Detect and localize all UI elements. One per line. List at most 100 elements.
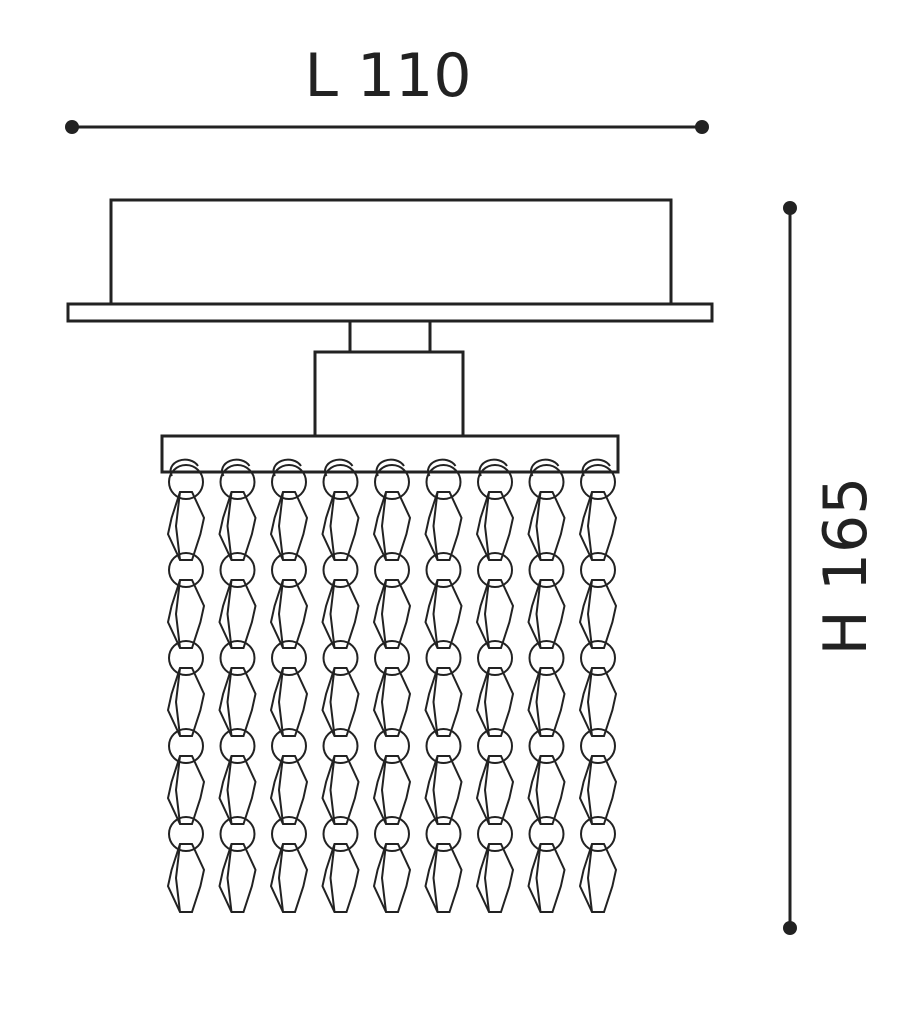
strand-crystal-facet <box>329 667 336 737</box>
strand-ring <box>322 640 359 676</box>
strand-hook <box>375 458 405 477</box>
strand-ring <box>580 464 616 500</box>
strand-ring <box>168 552 204 588</box>
strand-crystal <box>321 843 360 913</box>
crystal-strand <box>269 458 309 913</box>
strand-crystal-facet <box>432 755 439 825</box>
strand-crystal <box>166 667 206 737</box>
strand-hook <box>221 458 251 477</box>
strand-crystal <box>166 843 206 913</box>
strand-crystal <box>527 579 566 649</box>
strand-ring <box>528 552 565 588</box>
strand-ring <box>219 552 256 588</box>
lamp-fixture <box>66 198 714 474</box>
width-dimension-endpoint-left <box>65 120 79 134</box>
strand-crystal-facet <box>535 579 542 649</box>
strand-ring <box>580 816 616 852</box>
height-dimension-endpoint-top <box>783 201 797 215</box>
strand-ring <box>219 640 256 676</box>
strand-crystal-facet <box>483 755 490 825</box>
height-dimension-endpoint-bottom <box>783 921 797 935</box>
strand-ring <box>374 464 410 500</box>
strand-ring <box>477 816 513 852</box>
strand-hook <box>169 458 199 477</box>
strand-crystal-facet <box>226 755 233 825</box>
strand-crystal <box>527 755 566 825</box>
strand-ring <box>322 552 359 588</box>
strand-crystal <box>321 755 360 825</box>
strand-ring <box>528 464 565 500</box>
strand-ring <box>374 728 410 764</box>
strand-crystal-facet <box>380 843 387 913</box>
strand-crystal <box>372 667 412 737</box>
strand-hook <box>478 458 508 477</box>
strand-crystal <box>321 579 360 649</box>
crystal-strand <box>166 458 206 913</box>
strand-ring <box>322 816 359 852</box>
strand-crystal <box>269 843 309 913</box>
strand-hook <box>324 458 354 477</box>
height-dimension: H 165 <box>783 201 881 935</box>
strand-crystal <box>475 579 515 649</box>
strand-crystal <box>218 667 257 737</box>
strand-crystal-facet <box>277 491 284 561</box>
width-dimension: L 110 <box>65 41 709 134</box>
strand-ring <box>528 640 565 676</box>
strand-crystal-facet <box>329 755 336 825</box>
strand-ring <box>425 464 462 500</box>
strand-ring <box>168 640 204 676</box>
strand-crystal-facet <box>329 579 336 649</box>
strand-crystal-facet <box>535 667 542 737</box>
strand-ring <box>477 464 513 500</box>
strand-hook <box>427 458 457 477</box>
strand-ring <box>528 728 565 764</box>
strand-crystal-facet <box>329 843 336 913</box>
strand-crystal <box>578 579 618 649</box>
strand-ring <box>168 728 204 764</box>
strand-crystal-facet <box>226 491 233 561</box>
strand-crystal-facet <box>432 579 439 649</box>
strand-crystal-facet <box>174 755 181 825</box>
strand-crystal-facet <box>174 667 181 737</box>
strand-crystal-facet <box>535 755 542 825</box>
strand-crystal-facet <box>277 843 284 913</box>
strand-crystal-facet <box>586 491 593 561</box>
strand-ring <box>580 552 616 588</box>
strand-crystal <box>269 755 309 825</box>
width-dimension-endpoint-right <box>695 120 709 134</box>
strand-crystal <box>475 755 515 825</box>
strand-crystal <box>321 667 360 737</box>
strand-crystal <box>321 491 360 561</box>
strand-crystal <box>269 667 309 737</box>
crystal-strand <box>218 458 257 913</box>
strand-crystal-facet <box>432 491 439 561</box>
strand-crystal <box>218 579 257 649</box>
strand-ring <box>374 640 410 676</box>
strand-crystal-facet <box>380 755 387 825</box>
strand-crystal <box>424 491 463 561</box>
crystal-strand <box>321 458 360 913</box>
strand-crystal <box>475 491 515 561</box>
strand-crystal-facet <box>380 667 387 737</box>
strand-crystal <box>372 579 412 649</box>
strand-crystal <box>424 755 463 825</box>
length-label: L 110 <box>304 41 471 111</box>
crystal-strand <box>372 458 412 913</box>
strand-crystal <box>578 491 618 561</box>
strand-crystal <box>578 667 618 737</box>
strand-ring <box>425 640 462 676</box>
strand-ring <box>374 552 410 588</box>
crystal-strand <box>475 458 515 913</box>
strand-crystal-facet <box>329 491 336 561</box>
strand-ring <box>271 728 307 764</box>
strand-ring <box>219 464 256 500</box>
strand-ring <box>580 640 616 676</box>
strand-crystal <box>527 491 566 561</box>
strand-crystal <box>578 843 618 913</box>
strand-crystal-facet <box>483 579 490 649</box>
strand-hook <box>272 458 302 477</box>
strand-crystal <box>475 667 515 737</box>
strand-crystal-facet <box>586 667 593 737</box>
strand-ring <box>425 552 462 588</box>
